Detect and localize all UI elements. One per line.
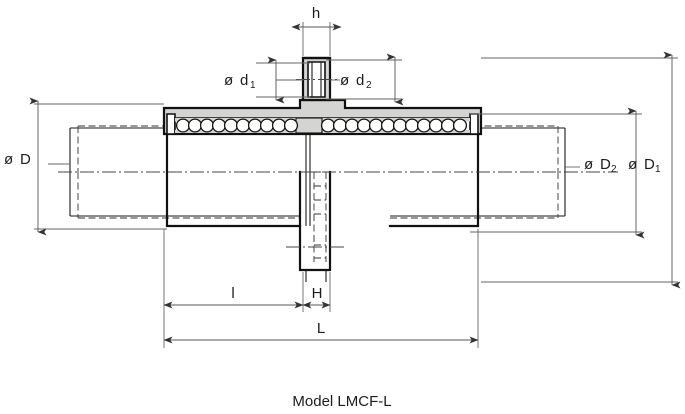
bearing-housing-lower: [165, 116, 480, 228]
dimension-D1: ø D 1: [481, 51, 681, 289]
mounting-boss-top: [296, 56, 338, 102]
dimension-label-D-symbol: ø: [4, 151, 13, 168]
dimension-d2: ø d 2: [326, 53, 404, 106]
dimension-D2: ø D 2: [470, 107, 645, 239]
dimension-label-d2-base: d: [356, 72, 364, 89]
dimension-label-D1-symbol: ø: [628, 156, 637, 173]
mounting-boss-bottom: [286, 134, 345, 282]
dimension-h: h: [291, 5, 342, 56]
dimension-label-d1-symbol: ø: [224, 72, 233, 89]
dimension-label-d1-base: d: [240, 72, 248, 89]
drawing-caption: Model LMCF-L: [292, 393, 391, 410]
dimension-H: H: [302, 272, 331, 312]
dimension-label-D2-symbol: ø: [584, 156, 593, 173]
ball-bearing-row: [175, 118, 468, 133]
dimension-label-d2-sub: 2: [366, 80, 372, 91]
dimension-label-D2-sub: 2: [611, 164, 617, 175]
dimension-label-D2-base: D: [600, 156, 611, 173]
dimension-label-H: H: [312, 285, 323, 302]
dimension-label-l: l: [231, 285, 234, 302]
dimension-label-D1-base: D: [644, 156, 655, 173]
dimension-label-h: h: [312, 5, 320, 22]
dimension-label-d1-sub: 1: [250, 80, 256, 91]
dimension-label-d2-symbol: ø: [340, 72, 349, 89]
dimension-label-D-base: D: [20, 151, 31, 168]
dimension-L: L: [163, 229, 479, 348]
dimension-d1: ø d 1: [224, 56, 310, 104]
dimension-l: l: [163, 229, 304, 348]
dimension-label-L: L: [317, 320, 325, 337]
dimension-label-D1-sub: 1: [655, 164, 661, 175]
dimension-D: ø D: [4, 97, 167, 236]
